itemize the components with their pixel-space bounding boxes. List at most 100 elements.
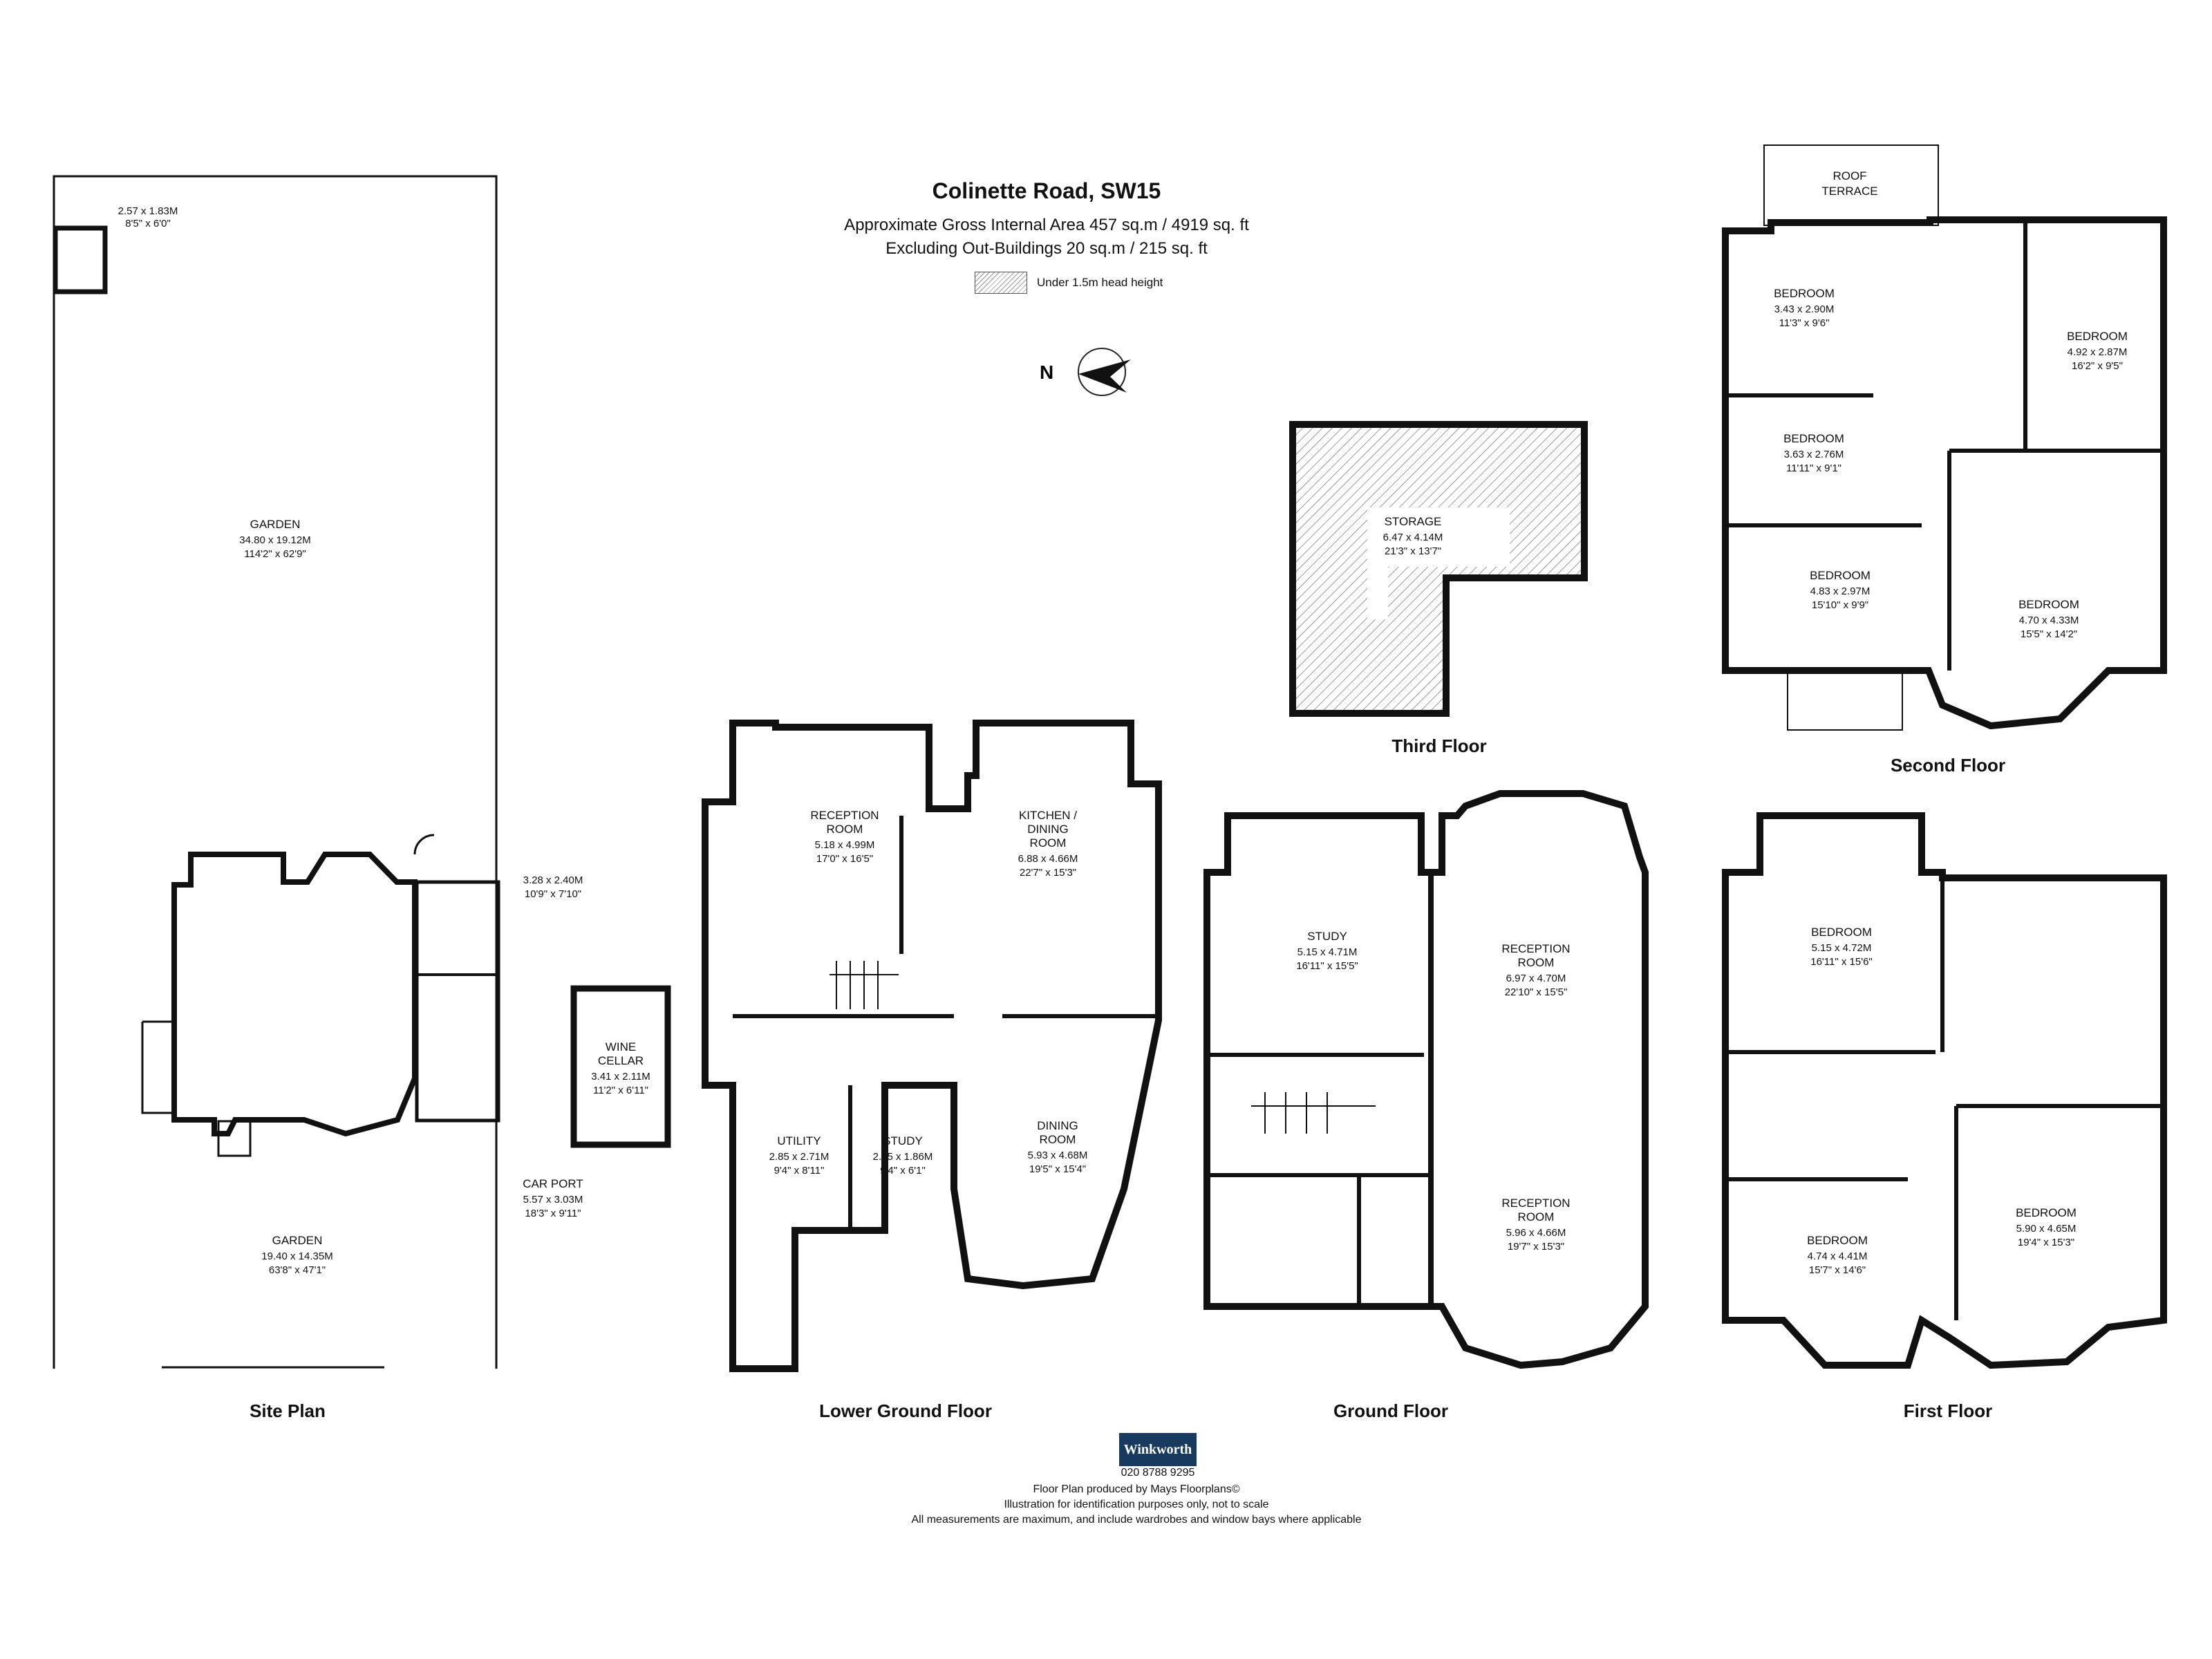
front-garden-dim-m: 19.40 x 14.35M — [261, 1250, 332, 1262]
sf-bed-c-dim-m: 3.63 x 2.76M — [1784, 449, 1844, 460]
sf-bed-a-dim-m: 3.43 x 2.90M — [1774, 303, 1835, 315]
site-plan — [53, 175, 500, 1369]
ff-bed-c-dim-m: 5.90 x 4.65M — [2016, 1223, 2077, 1235]
lg-kitchen-name-1: KITCHEN / — [1019, 809, 1077, 822]
gf-reception2-name-2: ROOM — [1518, 1210, 1555, 1224]
sf-bed-c-name: BEDROOM — [1783, 432, 1844, 445]
second-floor — [1722, 144, 2167, 731]
gross-area-line: Approximate Gross Internal Area 457 sq.m… — [844, 216, 1249, 234]
ff-bed-a-name: BEDROOM — [1811, 926, 1872, 939]
gf-reception2-dim-m: 5.96 x 4.66M — [1506, 1227, 1566, 1239]
sf-bed-d-name: BEDROOM — [1810, 569, 1871, 582]
lg-kitchen-name-3: ROOM — [1030, 836, 1067, 850]
ground-floor — [1203, 790, 1649, 1369]
sf-bed-a-name: BEDROOM — [1774, 287, 1835, 300]
sf-bed-c-dim-ft: 11'11" x 9'1" — [1786, 462, 1841, 474]
third-hatch — [1293, 424, 1584, 713]
lg-reception-name-2: ROOM — [827, 823, 863, 836]
utility-dim-m: 2.85 x 2.71M — [769, 1151, 830, 1163]
site-plan-caption: Site Plan — [250, 1400, 326, 1421]
rear-garden-name: GARDEN — [250, 518, 301, 531]
gf-reception2-dim-ft: 19'7" x 15'3" — [1508, 1241, 1564, 1253]
lg-dining-dim-m: 5.93 x 4.68M — [1028, 1150, 1088, 1161]
sf-bed-a-dim-ft: 11'3" x 9'6" — [1779, 317, 1830, 329]
wine-cellar-dim-m: 3.41 x 2.11M — [591, 1071, 650, 1082]
gf-study-name: STUDY — [1307, 930, 1347, 943]
storage-dim-m: 6.47 x 4.14M — [1383, 532, 1443, 543]
ff-bed-c-name: BEDROOM — [2016, 1206, 2077, 1219]
second-caption: Second Floor — [1890, 755, 2006, 776]
lg-dining-name-2: ROOM — [1040, 1133, 1076, 1146]
ff-bed-c-dim-ft: 19'4" x 15'3" — [2018, 1237, 2074, 1248]
wine-cellar-outline — [570, 985, 671, 1148]
hatch-swatch — [975, 272, 1027, 294]
legend: Under 1.5m head height — [975, 272, 1163, 294]
wine-cellar-name-1: WINE — [606, 1040, 636, 1053]
agent-logo: Winkworth — [1119, 1433, 1197, 1466]
gf-reception2-name-1: RECEPTION — [1501, 1197, 1570, 1210]
roof-terrace-name-2: TERRACE — [1821, 185, 1877, 198]
ff-bed-b-dim-ft: 15'7" x 14'6" — [1809, 1264, 1866, 1276]
legend-label: Under 1.5m head height — [1037, 276, 1163, 289]
compass-icon: N — [1040, 348, 1131, 396]
house-outline — [171, 852, 418, 1137]
car-port-dim-m: 5.57 x 3.03M — [523, 1194, 583, 1206]
front-garden-name: GARDEN — [272, 1234, 323, 1247]
third-floor — [1289, 421, 1588, 717]
spiral-stair — [413, 834, 435, 855]
sf-outline — [1722, 216, 2167, 730]
gf-stairs — [1251, 1092, 1376, 1134]
sf-bed-e-dim-m: 4.70 x 4.33M — [2019, 615, 2079, 626]
lg-kitchen-dim-m: 6.88 x 4.66M — [1018, 853, 1078, 865]
front-steps — [217, 1120, 252, 1157]
lg-study-dim-ft: 9'4" x 6'1" — [880, 1165, 926, 1177]
third-caption: Third Floor — [1391, 735, 1487, 756]
lg-kitchen-dim-ft: 22'7" x 15'3" — [1020, 867, 1076, 879]
sf-bed-b-dim-ft: 16'2" x 9'5" — [2072, 360, 2123, 372]
ff-bed-a-dim-m: 5.15 x 4.72M — [1812, 942, 1872, 954]
rear-garden-dim-m: 34.80 x 19.12M — [239, 534, 310, 546]
rear-garden-dim-ft: 114'2" x 62'9" — [244, 548, 306, 560]
gf-reception1-name-2: ROOM — [1518, 956, 1555, 969]
third-clear-area — [1367, 507, 1510, 619]
lg-study-dim-m: 2.85 x 1.86M — [873, 1151, 933, 1163]
ff-outline — [1722, 812, 2167, 1369]
lower-ground-floor — [570, 720, 1162, 1372]
gf-reception1-dim-ft: 22'10" x 15'5" — [1505, 986, 1568, 998]
third-outline — [1289, 421, 1588, 717]
wine-cellar-name-2: CELLAR — [598, 1054, 644, 1067]
lg-reception-name-1: RECEPTION — [810, 809, 879, 822]
sf-bed-e-name: BEDROOM — [2018, 598, 2079, 611]
second-floor-labels: ROOF TERRACE BEDROOM 3.43 x 2.90M 11'3" … — [1774, 169, 2128, 640]
ground-floor-labels: STUDY 5.15 x 4.71M 16'11" x 15'5" RECEPT… — [1296, 930, 1570, 1253]
roof-terrace-name-1: ROOF — [1833, 169, 1866, 182]
front-garden-dim-ft: 63'8" x 47'1" — [269, 1264, 326, 1276]
first-floor — [1722, 812, 2167, 1369]
ff-bed-b-dim-m: 4.74 x 4.41M — [1808, 1250, 1868, 1262]
shed-dim-m: 2.57 x 1.83M — [118, 205, 178, 217]
utility-name: UTILITY — [777, 1134, 821, 1147]
outbuildings-area-line: Excluding Out-Buildings 20 sq.m / 215 sq… — [885, 239, 1208, 258]
shed — [53, 225, 108, 294]
lg-reception-dim-m: 5.18 x 4.99M — [815, 839, 875, 851]
site-boundary — [53, 175, 498, 1369]
wine-cellar-dim-ft: 11'2" x 6'11" — [593, 1085, 648, 1096]
shed-dim-ft: 8'5" x 6'0" — [125, 218, 171, 229]
car-port-name: CAR PORT — [523, 1177, 583, 1190]
lg-dining-name-1: DINING — [1037, 1119, 1078, 1132]
footer-line-3: All measurements are maximum, and includ… — [911, 1514, 1362, 1526]
gf-reception1-dim-m: 6.97 x 4.70M — [1506, 973, 1566, 984]
store-dim-m: 3.28 x 2.40M — [523, 874, 583, 886]
site-labels: 2.57 x 1.83M 8'5" x 6'0" GARDEN 34.80 x … — [118, 205, 583, 1276]
agent-phone: 020 8788 9295 — [1121, 1467, 1195, 1479]
ground-caption: Ground Floor — [1333, 1400, 1449, 1421]
car-port — [415, 880, 500, 1123]
third-floor-labels: STORAGE 6.47 x 4.14M 21'3" x 13'7" — [1383, 515, 1443, 557]
car-port-dim-ft: 18'3" x 9'11" — [525, 1208, 581, 1219]
sf-bed-d-dim-m: 4.83 x 2.97M — [1810, 585, 1871, 597]
sf-bed-d-dim-ft: 15'10" x 9'9" — [1812, 599, 1868, 611]
lg-study-name: STUDY — [883, 1134, 923, 1147]
sf-balcony — [1787, 670, 1903, 731]
utility-dim-ft: 9'4" x 8'11" — [774, 1165, 825, 1177]
